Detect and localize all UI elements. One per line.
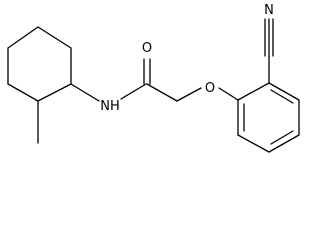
atom-amide-nh: NH: [100, 99, 120, 114]
bond-ring4: [37, 83, 72, 102]
atom-carbonyl-o: O: [142, 41, 152, 56]
bond-ring1: [7, 26, 39, 49]
atom-nitrile-n: N: [264, 3, 274, 18]
atom-ether-o: O: [205, 81, 215, 96]
bond-ring-n: [70, 83, 100, 102]
bond-benz4: [268, 134, 300, 153]
bond-o-benzene: [218, 87, 239, 101]
bond-benz1: [237, 82, 270, 101]
bond-ring6: [37, 26, 72, 49]
bond-benz2: [268, 82, 300, 101]
bond-benz5: [237, 134, 270, 153]
bond-ch2-o: [176, 87, 202, 102]
bond-benz-inner2: [270, 130, 294, 145]
bond-benz-inner1: [270, 89, 294, 104]
molecule-diagram: N O O NH: [7, 3, 300, 153]
molecule-structure: N O O NH: [7, 3, 300, 153]
bond-n-carbonyl: [120, 83, 147, 100]
bond-carbonyl-ch2: [146, 83, 178, 102]
bond-ring3: [7, 83, 39, 102]
